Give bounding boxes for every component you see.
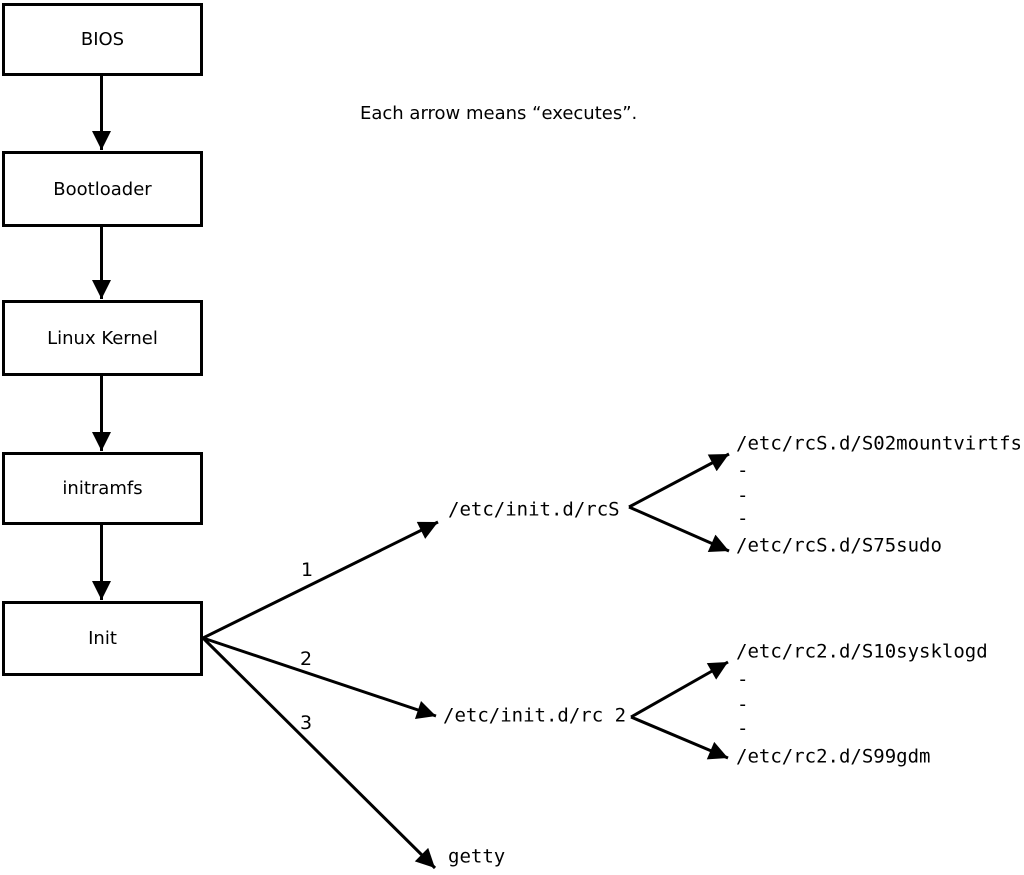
leaf-rcs-ellipsis-2: - [737,484,749,507]
box-init: Init [2,601,203,676]
arrow-init-to-getty [201,636,437,870]
box-linux-kernel-label: Linux Kernel [47,327,158,349]
arrow-rc2-to-s99gdm [630,715,729,760]
box-bootloader-label: Bootloader [53,178,152,200]
box-linux-kernel: Linux Kernel [2,300,203,376]
branch-label-1: 1 [300,559,314,581]
box-initramfs: initramfs [2,452,203,525]
node-etc-init-d-rcs: /etc/init.d/rcS [448,498,620,521]
box-initramfs-label: initramfs [62,478,143,499]
leaf-rcs-s75sudo: /etc/rcS.d/S75sudo [736,534,942,557]
arrow-init-to-rcs [202,520,439,640]
leaf-rc2-ellipsis-1: - [737,668,749,691]
leaf-rc2-s10sysklogd: /etc/rc2.d/S10sysklogd [736,640,988,663]
leaf-rc2-ellipsis-3: - [737,717,749,740]
arrow-init-to-rc2 [202,636,437,719]
box-bootloader: Bootloader [2,151,203,227]
leaf-rcs-ellipsis-1: - [737,459,749,482]
arrow-rc2-to-s10sysklogd [630,660,729,719]
node-etc-init-d-rc2: /etc/init.d/rc 2 [443,704,627,727]
branch-label-2: 2 [299,648,313,670]
node-getty: getty [448,845,506,868]
box-bios: BIOS [2,3,203,76]
box-init-label: Init [88,628,117,649]
leaf-rcs-s02mountvirtfs: /etc/rcS.d/S02mountvirtfs [736,432,1022,455]
leaf-rcs-ellipsis-3: - [737,507,749,530]
box-bios-label: BIOS [80,29,125,50]
diagram-caption: Each arrow means “executes”. [360,103,638,124]
leaf-rc2-ellipsis-2: - [737,693,749,716]
leaf-rc2-s99gdm: /etc/rc2.d/S99gdm [736,745,931,768]
arrow-rcs-to-s75sudo [628,505,730,553]
arrow-rcs-to-s02mountvirtfs [628,452,730,509]
branch-label-3: 3 [299,712,313,734]
